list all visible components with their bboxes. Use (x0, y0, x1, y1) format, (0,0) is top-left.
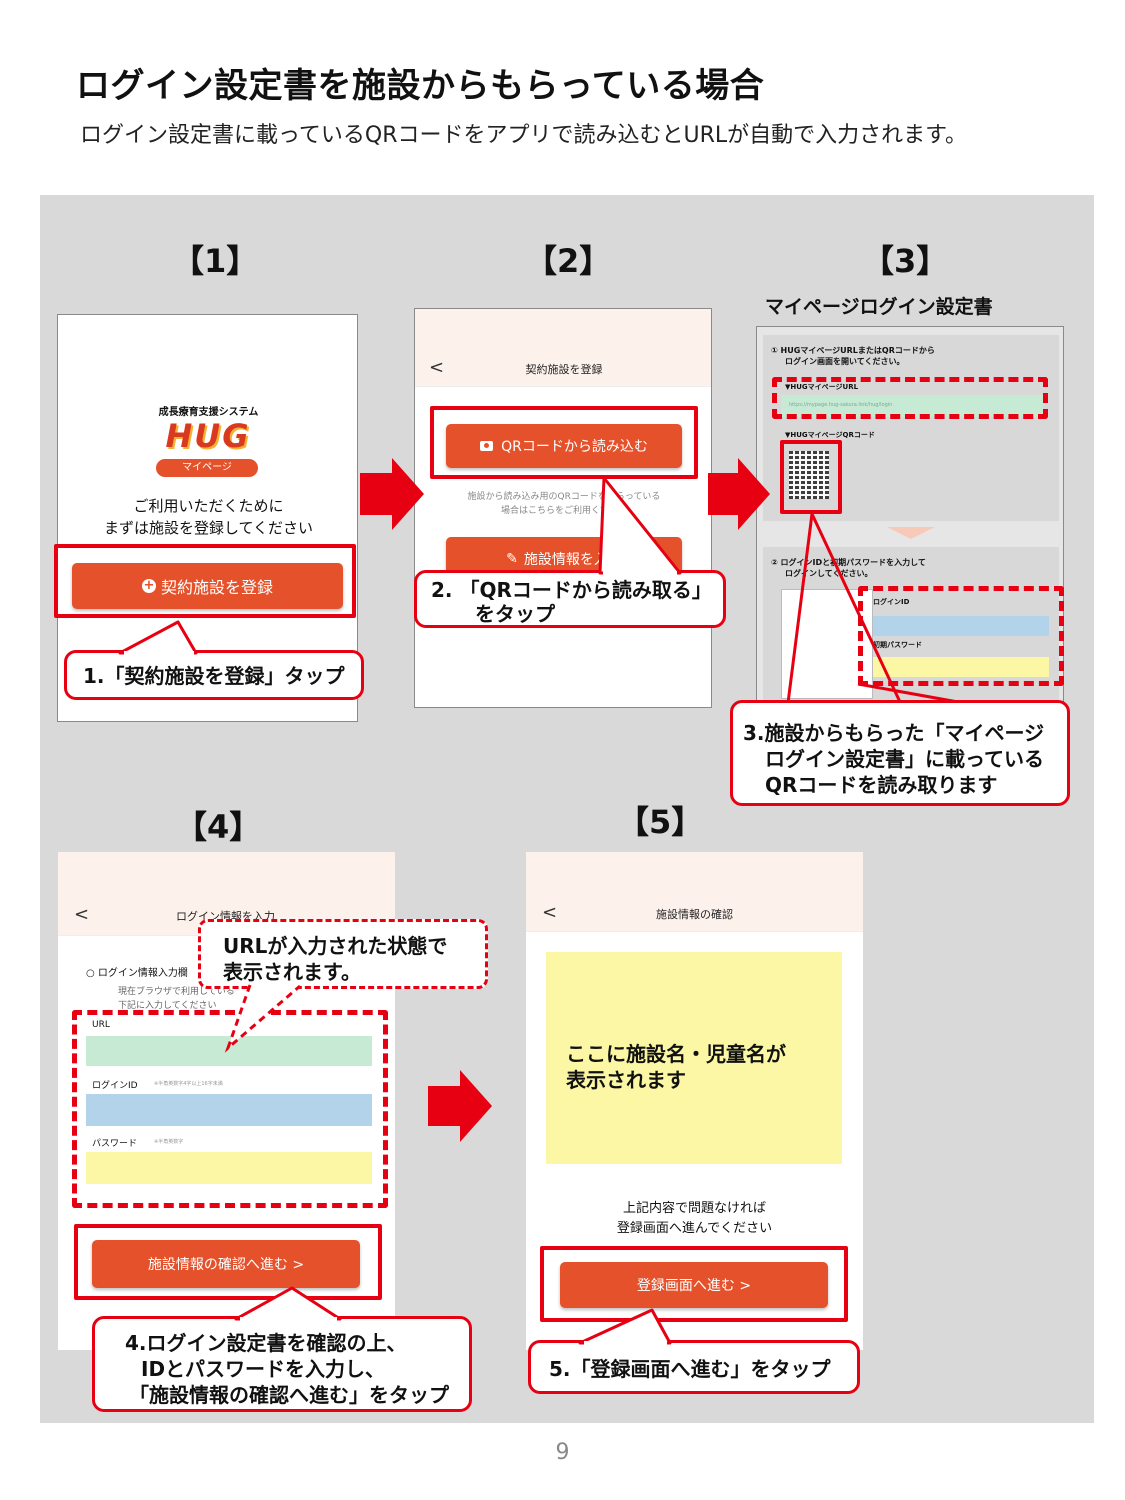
step4-callout-line3: 「施設情報の確認へ進む」をタップ (129, 1383, 449, 1407)
welcome-message-line2: まずは施設を登録してください (103, 519, 314, 537)
step3-callout-line1: 3.施設からもらった「マイページ (743, 721, 1045, 745)
step3-callout-line2: ログイン設定書」に載っている (765, 747, 1044, 771)
qr-read-button[interactable]: QRコードから読み込む (446, 424, 682, 468)
url-info-bubble: URLが入力された状態で 表示されます。 (198, 919, 488, 989)
login-id-input[interactable] (86, 1094, 372, 1126)
password-input[interactable] (86, 1152, 372, 1184)
back-chevron-icon[interactable]: < (429, 357, 445, 378)
step1-callout: 1.「契約施設を登録」タップ (64, 650, 364, 700)
qr-hint-line1: 施設から読み込み用のQRコードをもらっている (467, 492, 661, 502)
doc-down-arrow (887, 527, 935, 539)
step-number-4: 【4】 (175, 808, 262, 846)
step1-phone-screen: 成長療育支援システム HUG マイページ ご利用いただくために まずは施設を登録… (57, 314, 358, 722)
doc-url-field: https://mypage.hug-sakura.link/hug/login (781, 395, 1043, 417)
page-title: ログイン設定書を施設からもらっている場合 (76, 66, 765, 106)
mypage-logo-badge: マイページ (156, 459, 258, 477)
url-info-bubble-line2: 表示されます。 (223, 960, 361, 984)
step5-callout-text: 5.「登録画面へ進む」をタップ (549, 1357, 831, 1381)
qr-code-image (789, 451, 829, 499)
step2-callout-line2: をタップ (475, 602, 555, 626)
step2-callout: 2. 「QRコードから読み取る」 をタップ (414, 570, 726, 628)
page-number: 9 (555, 1440, 570, 1465)
qr-read-button-label: QRコードから読み込む (501, 439, 648, 455)
login-id-field-note: ※半角英数字4字以上16字未満 (154, 1081, 223, 1087)
doc-item2-line1: ② ログインIDと初期パスワードを入力して (771, 558, 926, 567)
back-chevron-icon[interactable]: < (542, 902, 558, 923)
facility-info-area: ここに施設名・児童名が 表示されます (546, 952, 842, 1164)
doc-item1-line1: ① HUGマイページURLまたはQRコードから (771, 346, 935, 355)
doc-url-label: ▼HUGマイページURL (785, 383, 859, 391)
qr-code-highlight-box (780, 440, 842, 514)
pencil-icon: ✎ (506, 551, 518, 567)
doc-item2-line2: ログインしてください。 (785, 569, 873, 578)
login-id-field-label: ログインID (92, 1081, 138, 1091)
page-subtitle: ログイン設定書に載っているQRコードをアプリで読み込むとURLが自動で入力されま… (80, 123, 967, 148)
register-facility-button[interactable]: + 契約施設を登録 (72, 563, 343, 609)
url-dashed-highlight (772, 377, 1048, 419)
password-field-label: パスワード (92, 1139, 138, 1149)
login-input-radio[interactable]: ○ ログイン情報入力欄 (86, 968, 188, 979)
step2-callout-line1: 2. 「QRコードから読み取る」 (431, 578, 712, 602)
step2-header: < 契約施設を登録 (415, 309, 711, 387)
hug-logo: HUG (165, 417, 251, 455)
confirm-message-line1: 上記内容で問題なければ (622, 1201, 766, 1216)
step2-phone-screen: < 契約施設を登録 QRコードから読み込む 施設から読み込み用のQRコードをもら… (414, 308, 712, 708)
plus-circle-icon: + (141, 578, 156, 593)
doc-password-field (873, 657, 1049, 677)
step-number-3: 【3】 (862, 242, 949, 280)
login-doc-title: マイページログイン設定書 (765, 296, 993, 318)
step3-callout-line3: QRコードを読み取ります (765, 773, 998, 797)
step4-button-highlight-box (74, 1224, 382, 1300)
step1-callout-text: 1.「契約施設を登録」タップ (83, 664, 345, 688)
step1-highlight-box (54, 544, 356, 618)
step5-highlight-box (540, 1246, 848, 1322)
back-chevron-icon[interactable]: < (74, 904, 90, 925)
step3-callout: 3.施設からもらった「マイページ ログイン設定書」に載っている QRコードを読み… (730, 700, 1070, 806)
step4-fields-dashed-highlight (72, 1010, 388, 1208)
doc-qr-label: ▼HUGマイページQRコード (785, 431, 875, 439)
confirm-message-line2: 登録画面へ進んでください (616, 1221, 773, 1236)
id-password-dashed-highlight (858, 586, 1064, 686)
step4-callout: 4.ログイン設定書を確認の上、 IDとパスワードを入力し、 「施設情報の確認へ進… (92, 1316, 472, 1412)
confirm-facility-button[interactable]: 施設情報の確認へ進む > (92, 1240, 360, 1288)
password-field-note: ※半角英数字 (154, 1139, 184, 1145)
system-name: 成長療育支援システム (158, 407, 259, 418)
step5-header: < 施設情報の確認 (526, 852, 863, 932)
doc-url-value: https://mypage.hug-sakura.link/hug/login (789, 402, 893, 408)
doc-login-id-field (873, 616, 1049, 636)
qr-hint-line2: 場合はこちらをご利用ください (500, 506, 627, 516)
facility-info-line1: ここに施設名・児童名が (566, 1042, 786, 1066)
go-to-registration-button[interactable]: 登録画面へ進む > (560, 1262, 828, 1308)
url-info-bubble-line1: URLが入力された状態で (223, 934, 448, 958)
welcome-message-line1: ご利用いただくために (133, 497, 284, 515)
step5-header-title: 施設情報の確認 (656, 908, 733, 921)
step-number-2: 【2】 (525, 242, 612, 280)
step4-callout-line2: IDとパスワードを入力し、 (141, 1357, 386, 1381)
doc-item1-line2: ログイン画面を開いてください。 (785, 357, 905, 366)
login-note-line1: 現在ブラウザで利用している (118, 987, 235, 997)
step-number-5: 【5】 (617, 803, 704, 841)
url-field-label: URL (92, 1020, 110, 1030)
register-facility-button-label: 契約施設を登録 (160, 578, 273, 597)
camera-icon (480, 441, 494, 451)
step2-highlight-box (430, 406, 698, 479)
facility-info-line2: 表示されます (566, 1068, 686, 1092)
step2-header-title: 契約施設を登録 (525, 363, 603, 376)
step5-callout: 5.「登録画面へ進む」をタップ (528, 1340, 860, 1394)
step4-callout-line1: 4.ログイン設定書を確認の上、 (125, 1331, 407, 1355)
step-number-1: 【1】 (172, 242, 259, 280)
login-note-line2: 下記に入力してください (118, 1001, 217, 1011)
manual-input-button-label: 施設情報を入力 (523, 552, 622, 568)
step5-phone-screen: < 施設情報の確認 ここに施設名・児童名が 表示されます 上記内容で問題なければ… (526, 852, 863, 1350)
